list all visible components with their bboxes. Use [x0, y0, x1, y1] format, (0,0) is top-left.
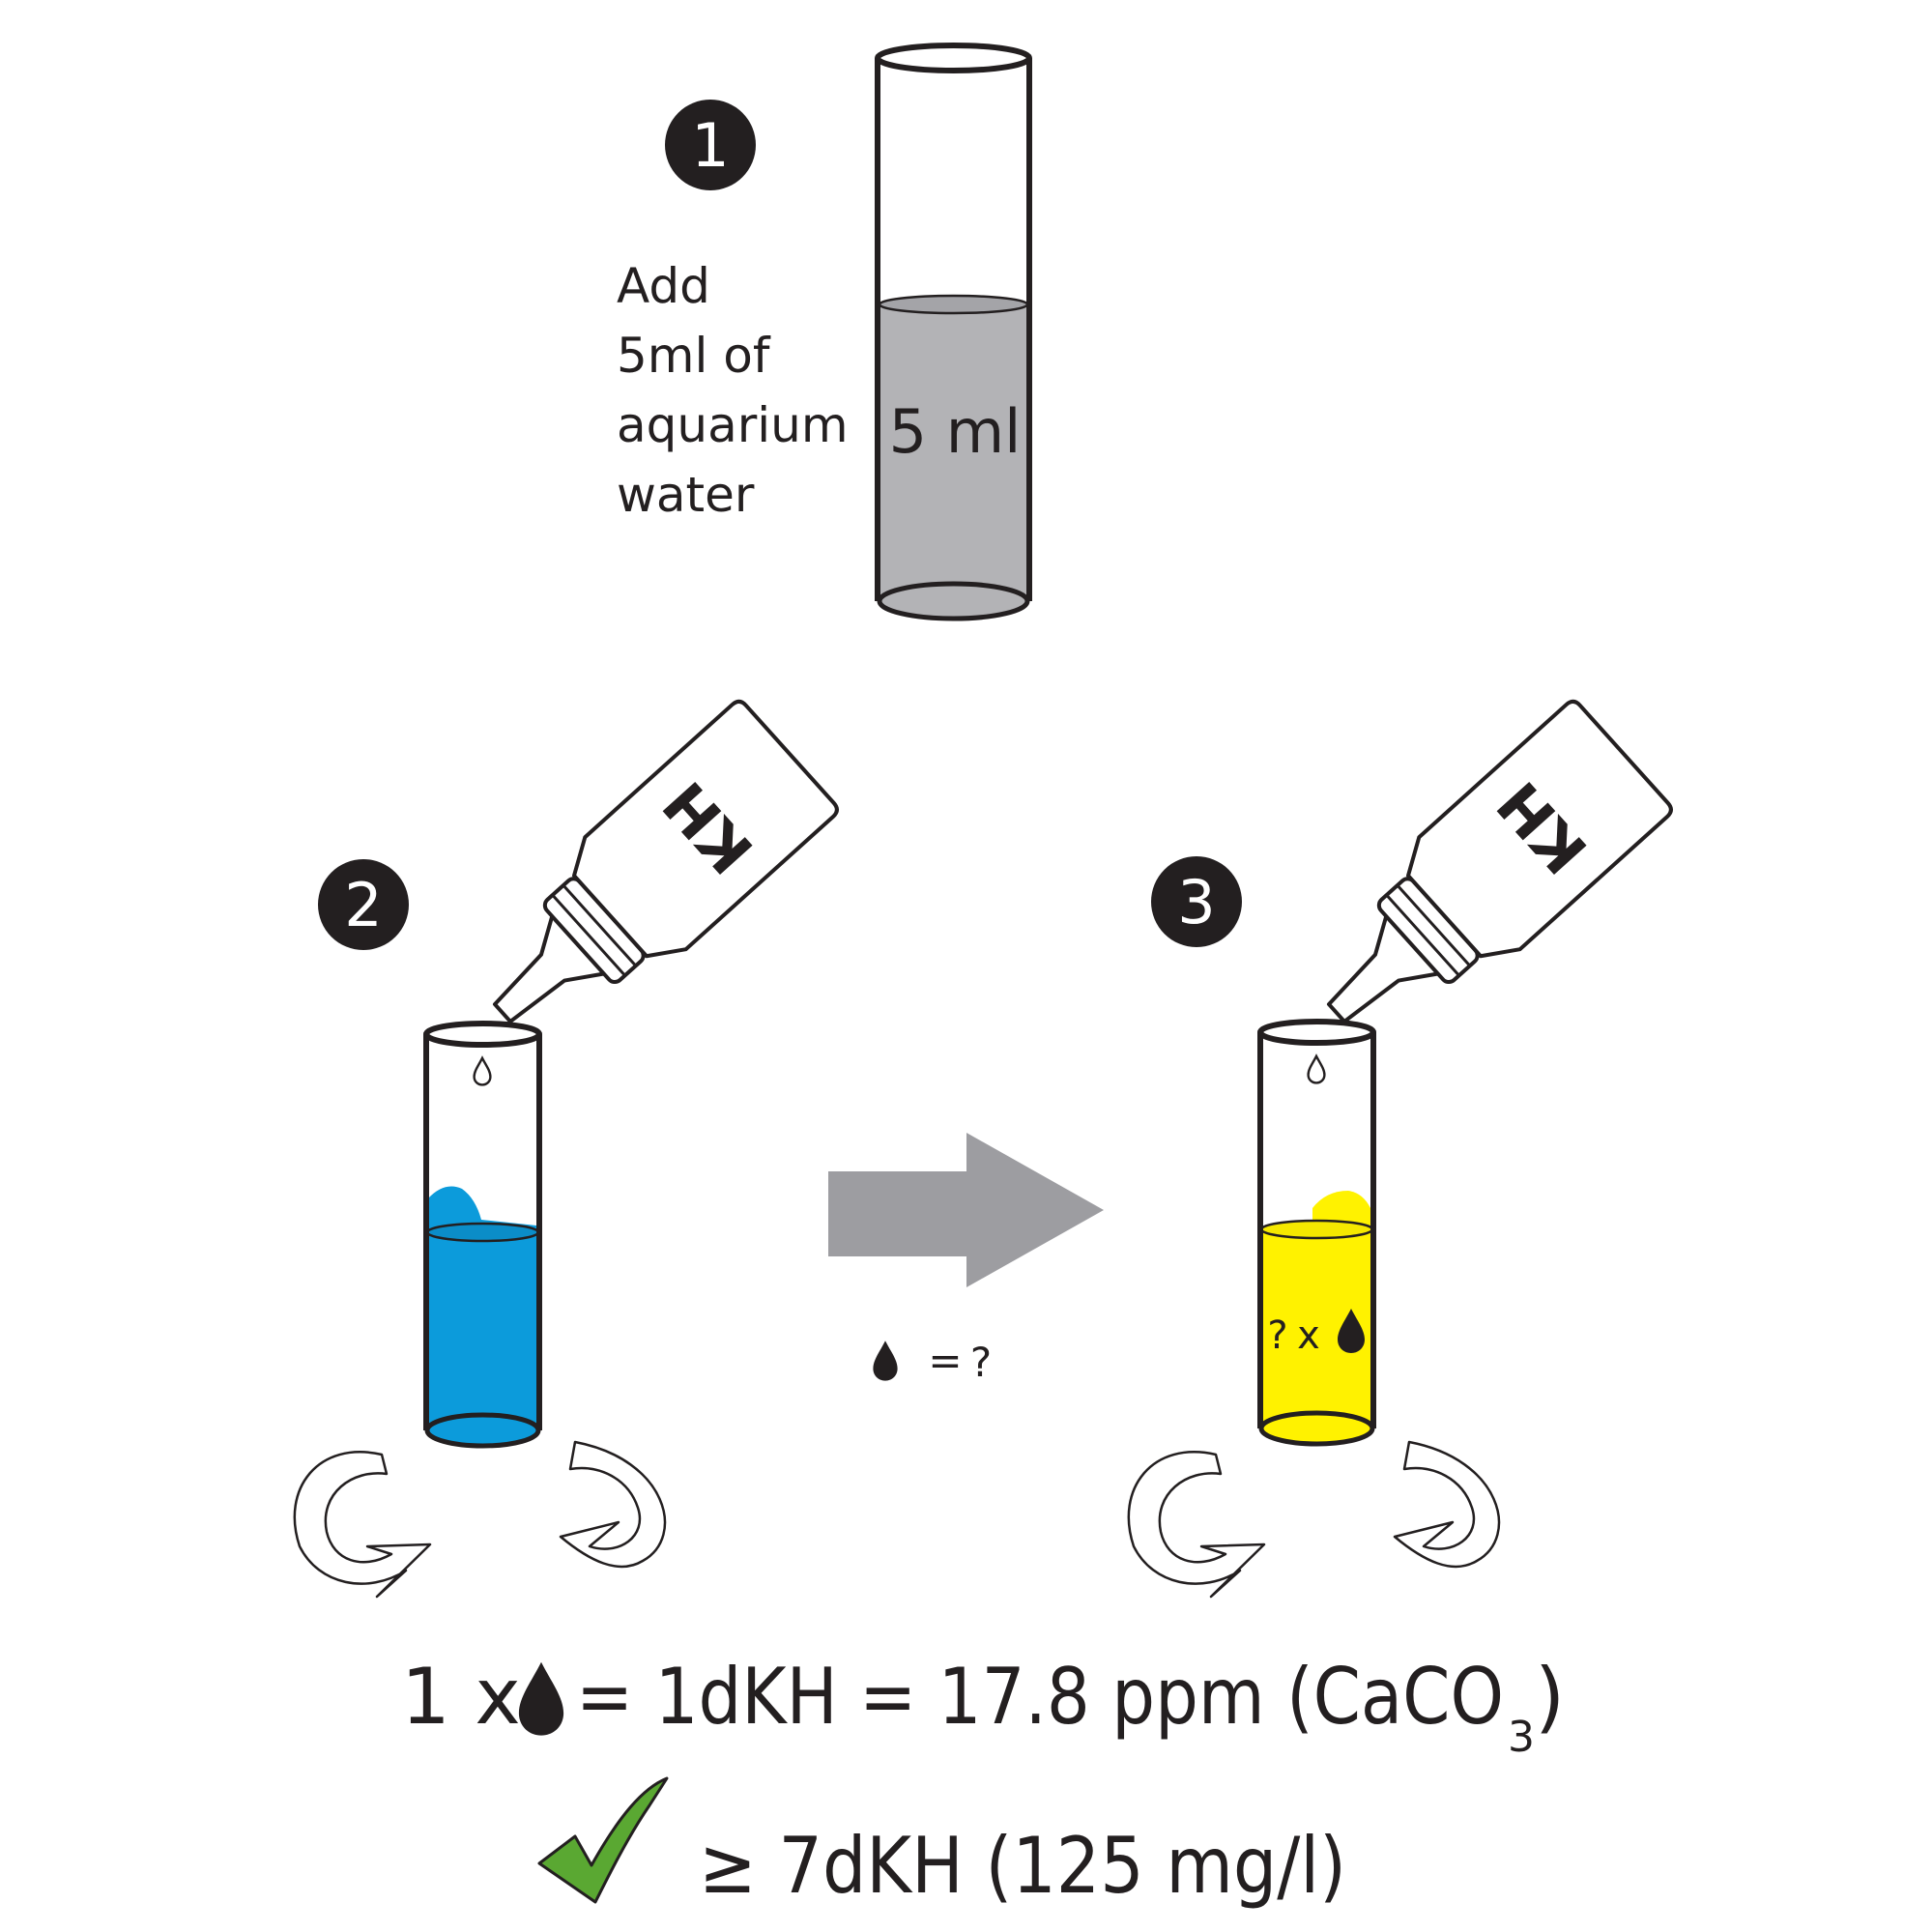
- falling-drop-icon: [1307, 1054, 1326, 1084]
- step3-swirl-arrows: [1127, 1440, 1501, 1599]
- drop-icon: [873, 1341, 898, 1381]
- step1-line-1: Add: [617, 258, 710, 314]
- target-text: ≥ 7dKH (125 mg/l): [699, 1821, 1346, 1911]
- drops-question: ?: [1267, 1313, 1287, 1358]
- drop-unknown: ?: [970, 1339, 992, 1386]
- swirl-left-arrow-icon: [1127, 1451, 1266, 1599]
- step2-badge: 2: [318, 859, 409, 950]
- step2-dropper-bottle: KH: [492, 699, 839, 1024]
- swirl-left-arrow-icon: [293, 1451, 432, 1599]
- step2-test-tube: [423, 1021, 542, 1449]
- target-line: ≥ 7dKH (125 mg/l): [537, 1776, 1346, 1911]
- step3-dropper-bottle: KH: [1326, 699, 1673, 1024]
- step1-test-tube: 5 ml: [875, 43, 1032, 621]
- equation-prefix: 1 x: [401, 1652, 521, 1742]
- equation-line: 1 x = 1dKH = 17.8 ppm (CaCO 3 ): [401, 1652, 1565, 1762]
- step1-line-2: 5ml of: [617, 328, 771, 384]
- step1-instruction: Add 5ml of aquarium water: [617, 258, 863, 523]
- step2-number: 2: [344, 870, 382, 940]
- step3-badge: 3: [1151, 856, 1242, 947]
- step1-line-3: aquarium: [617, 397, 849, 453]
- equation-close: ): [1535, 1652, 1565, 1742]
- drop-icon: [518, 1661, 564, 1736]
- drops-times: x: [1297, 1313, 1320, 1358]
- swirl-right-arrow-icon: [559, 1440, 667, 1569]
- falling-drop-icon: [473, 1056, 492, 1086]
- step3-test-tube: ? x: [1257, 1019, 1376, 1447]
- checkmark-icon: [537, 1776, 669, 1904]
- drop-count-unknown: = ?: [873, 1337, 992, 1386]
- step1-tube-label: 5 ml: [889, 396, 1022, 467]
- equation-subscript: 3: [1508, 1713, 1535, 1762]
- step1-badge: 1: [665, 100, 756, 190]
- progress-arrow: [828, 1133, 1104, 1287]
- step1-number: 1: [691, 110, 729, 181]
- step3-number: 3: [1177, 867, 1215, 937]
- drop-equals: =: [928, 1337, 962, 1384]
- step1-line-4: water: [617, 467, 755, 523]
- step2-swirl-arrows: [293, 1440, 667, 1599]
- equation-text: = 1dKH = 17.8 ppm (CaCO: [576, 1652, 1504, 1742]
- swirl-right-arrow-icon: [1393, 1440, 1501, 1569]
